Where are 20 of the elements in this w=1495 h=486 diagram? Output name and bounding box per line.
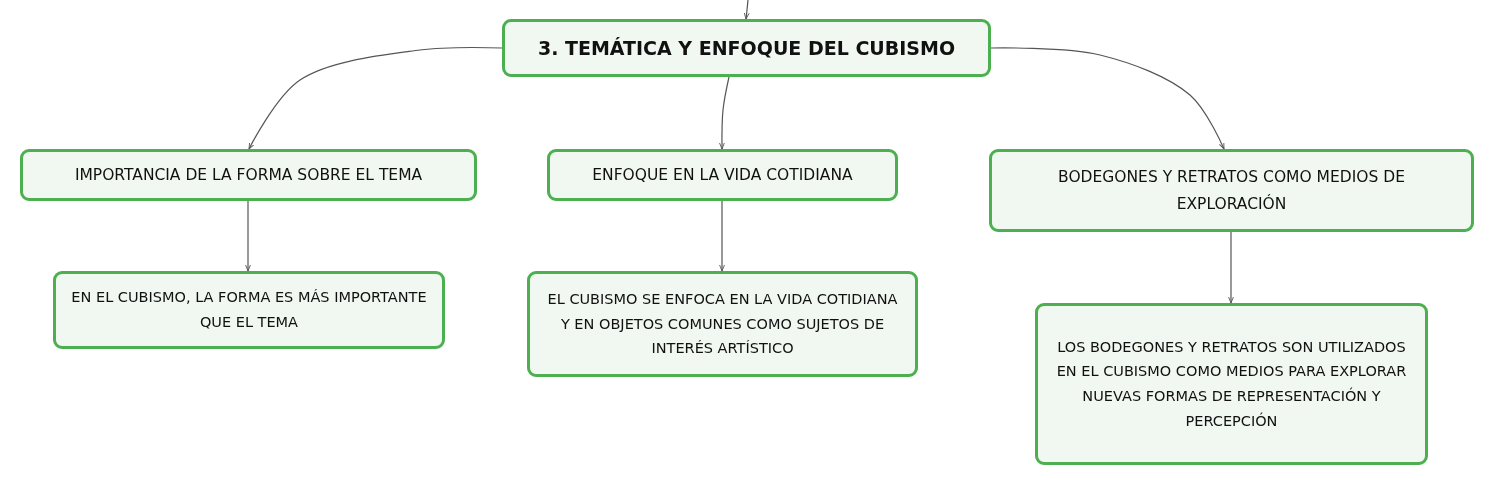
arrow	[719, 200, 725, 272]
concept-text: ENFOQUE EN LA VIDA COTIDIANA	[592, 164, 853, 186]
concept-box	[989, 149, 1474, 232]
topic-box	[502, 19, 991, 77]
arrow	[719, 76, 730, 150]
concept-box	[53, 271, 445, 349]
arrow	[248, 46, 503, 150]
concept-text: EL CUBISMO SE ENFOCA EN LA VIDA COTIDIANA Y EN OBJETOS COMUNES COMO SUJETOS DE INTERÉS ARTÍSTICO	[546, 290, 899, 359]
arrow	[1228, 231, 1234, 304]
topic-title: 3. TEMÁTICA Y ENFOQUE DEL CUBISMO	[537, 35, 956, 61]
concept-text: BODEGONES Y RETRATOS COMO MEDIOS DE EXPLORACIÓN	[1057, 167, 1406, 215]
concept-box	[1035, 303, 1428, 465]
concept-text: IMPORTANCIA DE LA FORMA SOBRE EL TEMA	[74, 164, 423, 186]
concept-box	[527, 271, 918, 377]
arrow	[990, 47, 1225, 150]
concept-text: LOS BODEGONES Y RETRATOS SON UTILIZADOS EN EL CUBISMO COMO MEDIOS PARA EXPLORAR NUEVAS FORMAS DE REPRESENTACIÓN Y PERCEPCIÓN	[1055, 337, 1408, 431]
concept-box	[20, 149, 477, 201]
arrow	[245, 200, 251, 272]
concept-box	[547, 149, 898, 201]
concept-text: EN EL CUBISMO, LA FORMA ES MÁS IMPORTANTE QUE EL TEMA	[70, 288, 428, 332]
